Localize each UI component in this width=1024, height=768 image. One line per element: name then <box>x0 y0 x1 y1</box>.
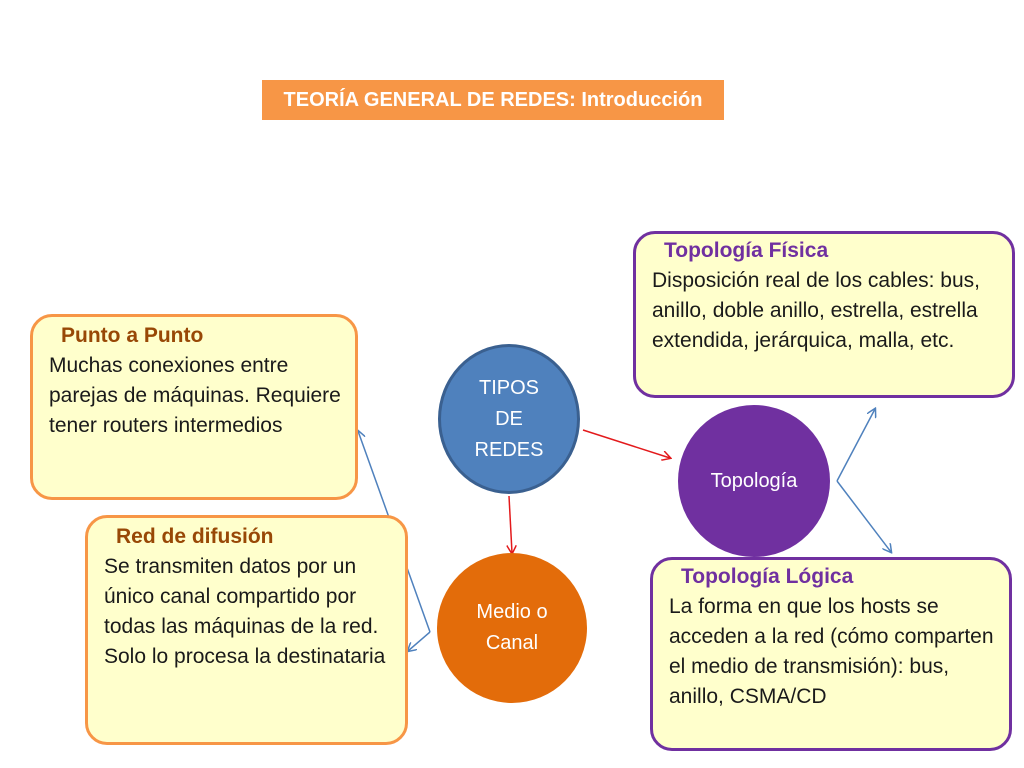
arrow-tipos-to-medio <box>509 495 512 553</box>
red-difusion-text: Se transmiten datos por un único canal c… <box>104 555 386 668</box>
bracket-arrow-to-topologia-logica <box>836 480 891 552</box>
topologia-logica-text: La forma en que los hosts se acceden a l… <box>669 595 994 708</box>
topologia-logica-heading: Topología Lógica <box>681 565 854 588</box>
topologia-fisica-heading: Topología Física <box>664 239 829 262</box>
punto-a-punto-heading: Punto a Punto <box>61 324 204 347</box>
medio-canal-node: Medio o Canal <box>437 553 587 703</box>
bracket-arrow-to-topologia-fisica <box>836 409 875 482</box>
page-title: TEORÍA GENERAL DE REDES: Introducción <box>262 80 724 120</box>
punto-a-punto-text: Muchas conexiones entre parejas de máqui… <box>49 354 341 437</box>
topologia-label: Topología <box>710 469 798 492</box>
red-difusion-heading: Red de difusión <box>116 525 274 548</box>
topologia-logica-box: Topología Lógica La forma en que los hos… <box>650 557 1012 751</box>
red-difusion-box: Red de difusión Se transmiten datos por … <box>85 515 408 745</box>
arrow-tipos-to-topologia <box>582 429 670 458</box>
bracket-arrow-to-red-difusion <box>408 631 431 651</box>
medio-line-2: Canal <box>485 632 539 654</box>
topologia-node: Topología <box>678 405 830 557</box>
punto-a-punto-box: Punto a Punto Muchas conexiones entre pa… <box>30 314 358 500</box>
tipos-line-3: REDES <box>474 438 544 461</box>
medio-line-1: Medio o <box>476 601 548 623</box>
tipos-line-2: DE <box>495 407 523 430</box>
topologia-fisica-text: Disposición real de los cables: bus, ani… <box>652 269 981 352</box>
tipos-line-1: TIPOS <box>478 376 539 399</box>
topologia-fisica-box: Topología Física Disposición real de los… <box>633 231 1015 398</box>
tipos-de-redes-node: TIPOS DE REDES <box>438 344 580 494</box>
